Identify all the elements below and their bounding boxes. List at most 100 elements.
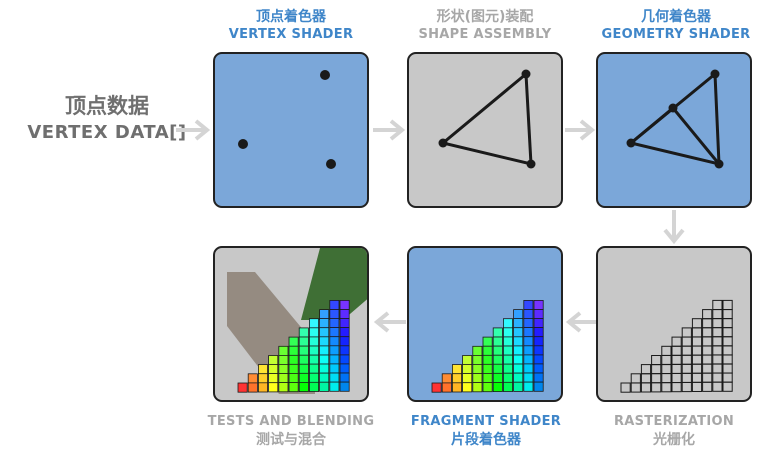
raster-cell	[258, 364, 269, 375]
raster-cell	[319, 309, 330, 320]
raster-cell	[712, 309, 723, 320]
raster-cell	[309, 318, 320, 329]
raster-cell	[651, 364, 662, 375]
triangle-outline	[439, 70, 533, 166]
raster-cell	[523, 318, 534, 329]
raster-cell	[722, 336, 733, 347]
arrow-left-icon	[565, 311, 596, 333]
rasterization-caption-zh: 光栅化	[653, 432, 695, 448]
raster-cell	[533, 381, 544, 392]
vertex-point	[710, 69, 720, 79]
raster-cell	[712, 363, 723, 374]
raster-cell	[472, 373, 483, 384]
raster-cell	[671, 363, 682, 375]
raster-cell	[503, 372, 514, 383]
raster-cell	[513, 309, 524, 320]
raster-cell	[533, 363, 544, 374]
raster-cell	[329, 309, 340, 320]
raster-cell	[492, 336, 503, 347]
raster-cell	[298, 363, 309, 374]
raster-cell	[712, 299, 723, 311]
geometry-shader-caption: 几何着色器 GEOMETRY SHADER	[586, 8, 766, 44]
raster-cell	[691, 336, 703, 347]
raster-cell	[533, 354, 544, 365]
raster-cell	[671, 354, 682, 366]
raster-cell	[702, 309, 713, 320]
raster-cell	[268, 382, 279, 393]
raster-cell	[288, 382, 299, 393]
raster-cell	[533, 318, 544, 329]
raster-cell	[298, 381, 309, 392]
raster-cell	[329, 372, 340, 383]
raster-cell	[712, 372, 723, 383]
raster-cell	[702, 372, 713, 383]
fragment-shader-caption: FRAGMENT SHADER 片段着色器	[396, 413, 576, 449]
raster-cell	[329, 327, 340, 338]
raster-cell	[722, 363, 733, 374]
raster-cell	[237, 382, 248, 393]
raster-cell	[651, 382, 662, 393]
raster-cell	[492, 327, 503, 338]
raster-cell	[441, 373, 452, 384]
raster-cell	[309, 345, 320, 356]
raster-cell	[712, 354, 723, 365]
raster-cell	[339, 354, 350, 365]
raster-cell	[492, 354, 503, 365]
raster-cell	[329, 336, 340, 347]
raster-cell	[472, 364, 483, 375]
raster-cell	[712, 345, 723, 356]
raster-cell	[503, 345, 514, 356]
raster-cell	[630, 373, 641, 384]
raster-cell	[441, 382, 452, 393]
raster-cell	[339, 327, 350, 338]
arrow-left-icon	[373, 311, 406, 333]
tests-blending-caption-zh: 测试与混合	[256, 432, 326, 448]
raster-cell	[298, 336, 309, 347]
raster-cell	[452, 364, 463, 375]
raster-cell	[492, 381, 503, 392]
raster-cell	[329, 363, 340, 374]
raster-cell	[722, 345, 733, 356]
raster-cell	[462, 382, 473, 393]
raster-cell	[452, 382, 463, 393]
raster-cell	[462, 364, 473, 375]
raster-cell	[319, 345, 330, 356]
raster-cell	[533, 372, 544, 383]
tests-blending-caption-en: TESTS AND BLENDING	[207, 414, 375, 429]
raster-cell	[651, 355, 662, 366]
raster-cell	[523, 327, 534, 338]
vertex-point	[438, 138, 448, 148]
raster-cell	[319, 363, 330, 374]
raster-cell	[492, 345, 503, 356]
raster-cell	[681, 345, 692, 356]
raster-cell	[681, 381, 692, 393]
raster-cell	[523, 381, 534, 392]
raster-cell	[691, 327, 703, 338]
raster-cell	[472, 345, 483, 356]
blended-fragments-graphic	[227, 248, 367, 394]
raster-cell	[258, 373, 269, 384]
raster-cell	[482, 345, 493, 356]
raster-cell	[513, 381, 524, 392]
raster-cell	[278, 345, 289, 356]
raster-cell	[288, 373, 299, 384]
raster-cell	[681, 363, 692, 374]
raster-cell	[671, 372, 682, 384]
raster-cell	[278, 355, 289, 366]
raster-cell	[722, 381, 733, 392]
raster-cell	[513, 318, 524, 329]
arrow-right-icon	[373, 119, 406, 141]
raster-cell	[482, 382, 493, 393]
raster-cell	[712, 381, 723, 392]
raster-cell	[329, 300, 340, 311]
raster-cell	[309, 381, 320, 392]
raster-cell	[640, 364, 652, 375]
vertex-point	[326, 159, 336, 169]
outer-triangle	[627, 70, 721, 166]
raster-cell	[309, 327, 320, 338]
vertex-point	[526, 159, 536, 169]
raster-cell	[671, 345, 682, 356]
raster-cell	[533, 300, 544, 311]
assembled-triangle-graphic	[438, 69, 536, 169]
